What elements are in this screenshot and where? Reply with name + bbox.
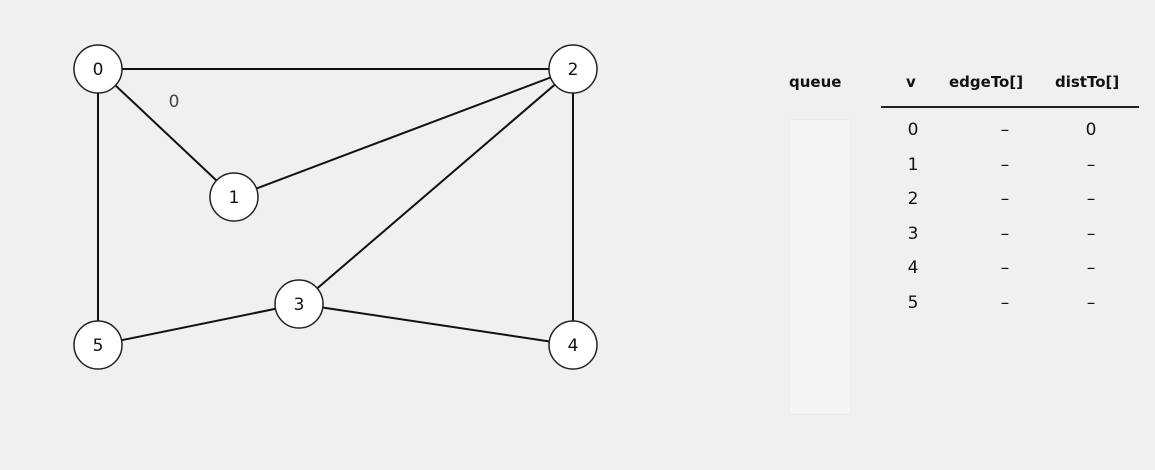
column-header-edgeto: edgeTo[] <box>949 73 1024 91</box>
node-4: 4 <box>548 320 598 370</box>
table-cell-edgeto: – <box>1000 120 1010 140</box>
node-circle <box>73 320 123 370</box>
table-cell-edgeto: – <box>1000 292 1010 313</box>
table-cell-v: 3 <box>907 223 919 244</box>
table-cell-distto: – <box>1086 292 1096 313</box>
column-header-distto: distTo[] <box>1055 73 1120 91</box>
node-label: 4 <box>568 336 579 356</box>
node-label: 5 <box>93 336 104 356</box>
node-3: 3 <box>274 279 324 329</box>
table-cell-edgeto: – <box>1000 258 1010 278</box>
table-cell-v: 4 <box>907 258 919 278</box>
node-label: 2 <box>568 60 579 80</box>
queue-box <box>789 119 851 415</box>
edge-3-5 <box>97 303 300 346</box>
node-circle <box>548 320 598 370</box>
graph-diagram: 0 1 2 3 4 5 0 <box>73 44 598 370</box>
table-cell-distto: – <box>1086 154 1096 175</box>
edge-0-1 <box>97 68 235 198</box>
node-circle <box>548 44 598 94</box>
table-header-rule <box>881 106 1139 108</box>
edge-1-2 <box>233 68 574 198</box>
table-cell-distto: 0 <box>1085 120 1097 140</box>
dist-annotation-node-0: 0 <box>169 92 180 112</box>
node-circle <box>209 172 259 222</box>
node-circle <box>73 44 123 94</box>
table-cell-v: 1 <box>907 154 919 175</box>
node-label: 1 <box>229 188 240 208</box>
edge-3-4 <box>298 303 574 346</box>
node-5: 5 <box>73 320 123 370</box>
table-cell-distto: – <box>1086 189 1096 209</box>
table-cell-v: 5 <box>907 292 919 313</box>
column-header-v: v <box>906 73 916 91</box>
node-0: 0 <box>73 44 123 94</box>
queue-header: queue <box>789 73 842 91</box>
node-circle <box>274 279 324 329</box>
table-cell-distto: – <box>1086 223 1096 244</box>
node-label: 0 <box>93 60 104 80</box>
node-2: 2 <box>548 44 598 94</box>
node-label: 3 <box>294 295 305 315</box>
node-1: 1 <box>209 172 259 222</box>
table-cell-distto: – <box>1086 258 1096 278</box>
table-cell-edgeto: – <box>1000 223 1010 244</box>
edge-2-3 <box>298 68 574 305</box>
table-cell-edgeto: – <box>1000 154 1010 175</box>
table-cell-edgeto: – <box>1000 189 1010 209</box>
table-cell-v: 0 <box>907 120 919 140</box>
table-cell-v: 2 <box>907 189 919 209</box>
